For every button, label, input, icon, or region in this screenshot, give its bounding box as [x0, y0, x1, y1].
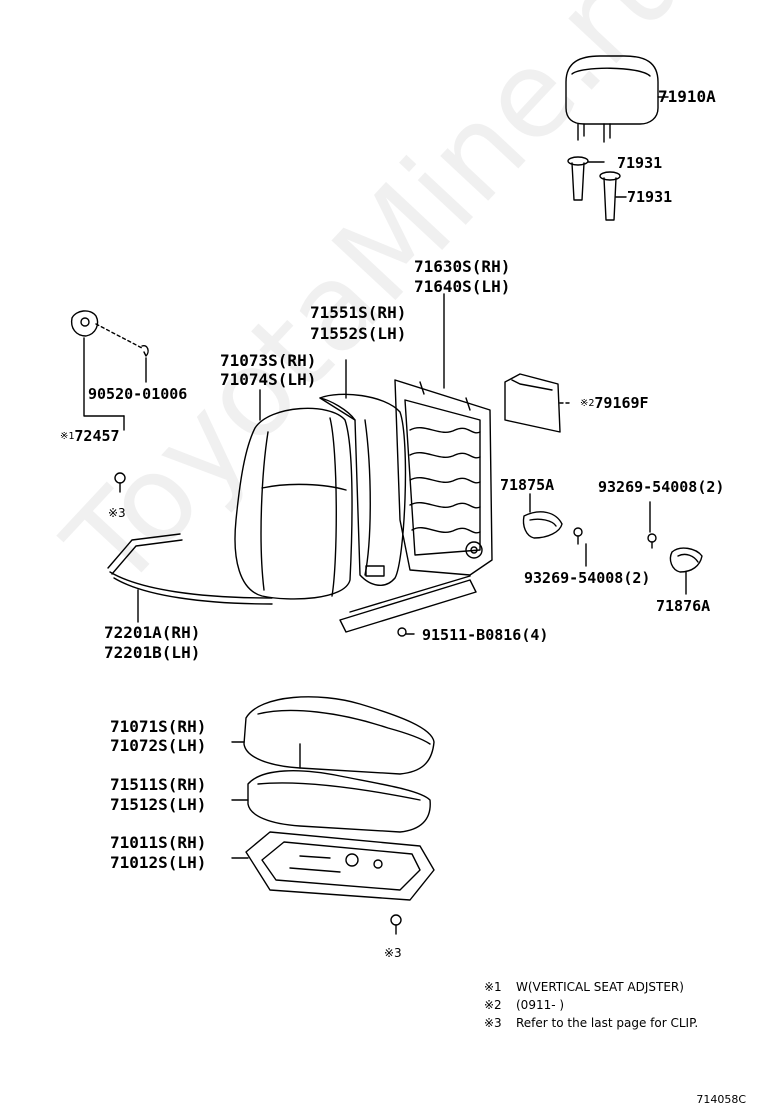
label-93269-upper: 93269-54008(2)	[598, 478, 725, 496]
headrest-drawing	[565, 55, 659, 143]
cushion-pad-drawing	[247, 770, 431, 833]
cushion-cover-drawing	[243, 696, 435, 775]
label-71011s: 71011S(RH)	[110, 833, 207, 852]
cushion-frame-drawing	[245, 831, 435, 901]
ref-mark-2: ※2	[580, 398, 595, 409]
seatback-pad-drawing	[319, 393, 407, 586]
label-71910a: 71910A	[658, 87, 716, 106]
label-79169f: ※279169F	[580, 394, 649, 412]
wire-drawing	[107, 533, 273, 605]
clip-top-drawing	[114, 472, 126, 493]
headrest-support-drawing	[567, 156, 621, 221]
label-71073s: 71073S(RH)	[220, 351, 317, 370]
screw-drawing	[397, 527, 657, 637]
seatback-cover-drawing	[234, 407, 353, 600]
clip-bottom-drawing	[390, 914, 402, 935]
shield-rh-drawing	[522, 511, 563, 539]
label-71876a: 71876A	[656, 597, 711, 615]
label-72201b: 72201B(LH)	[104, 643, 201, 662]
label-71072s: 71072S(LH)	[110, 736, 207, 755]
label-71552s: 71552S(LH)	[310, 324, 407, 343]
shield-lh-drawing	[669, 547, 703, 573]
label-71875a: 71875A	[500, 476, 555, 494]
label-72201a: 72201A(RH)	[104, 623, 201, 642]
label-71640s: 71640S(LH)	[414, 277, 511, 296]
board-drawing	[504, 373, 561, 433]
label-93269-lower: 93269-54008(2)	[524, 569, 651, 587]
figure-code: 714058C	[696, 1093, 746, 1106]
label-71511s: 71511S(RH)	[110, 775, 207, 794]
label-71074s: 71074S(LH)	[220, 370, 317, 389]
label-71512s: 71512S(LH)	[110, 795, 207, 814]
label-72457: ※172457	[60, 427, 120, 445]
note-2: ※2(0911- )	[484, 998, 565, 1012]
ref-mark-3-bottom: ※3	[384, 946, 402, 960]
label-71630s: 71630S(RH)	[414, 257, 511, 276]
label-71931-lower: 71931	[627, 188, 673, 206]
label-91511: 91511-B0816(4)	[422, 626, 549, 644]
label-90520-01006: 90520-01006	[88, 385, 188, 403]
label-71931-upper: 71931	[617, 154, 663, 172]
knob-drawing	[70, 310, 149, 357]
label-71071s: 71071S(RH)	[110, 717, 207, 736]
label-71551s: 71551S(RH)	[310, 303, 407, 322]
seatback-frame-drawing	[339, 379, 493, 633]
ref-mark-3-top: ※3	[108, 506, 126, 520]
label-71012s: 71012S(LH)	[110, 853, 207, 872]
ref-mark-1: ※1	[60, 431, 75, 442]
